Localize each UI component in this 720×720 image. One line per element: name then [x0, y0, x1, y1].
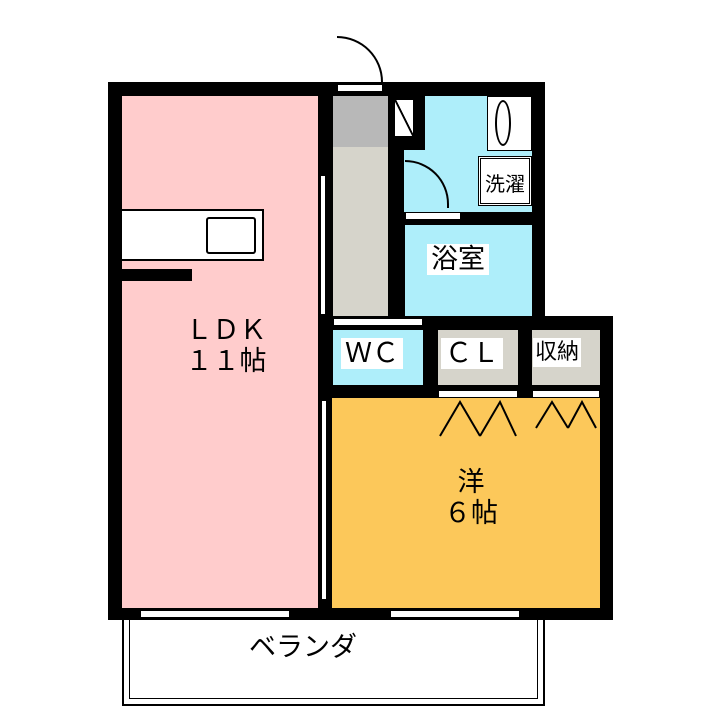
ldk-window — [140, 610, 290, 618]
laundry-label: 洗濯 — [485, 172, 525, 196]
basin-oval — [495, 100, 511, 146]
western-size: ６帖 — [444, 498, 498, 530]
shoe-box-icon — [393, 98, 415, 138]
bath-door — [405, 212, 461, 220]
exterior-notch — [545, 82, 625, 316]
veranda-inner — [129, 620, 538, 699]
kitchen-wall — [122, 269, 192, 281]
sink-icon — [206, 217, 256, 254]
bath-label: 浴室 — [427, 244, 489, 276]
entrance-door-opening — [337, 84, 383, 92]
folding-door-icon — [439, 399, 597, 437]
western-room-door — [321, 400, 327, 600]
storage-door-icon — [532, 390, 600, 398]
closet-door-icon — [438, 390, 518, 398]
western-name: 洋 — [457, 467, 485, 498]
corridor-door — [320, 175, 326, 315]
corridor — [333, 147, 388, 316]
wc-door — [333, 318, 423, 326]
veranda-label: ベランダ — [245, 632, 361, 664]
laundry-box — [478, 156, 532, 206]
western-window — [390, 610, 520, 618]
closet-label: ＣＬ — [441, 338, 503, 370]
entrance-door-icon — [337, 36, 383, 82]
wc-label: ＷＣ — [341, 338, 403, 370]
ldk-name: ＬＤＫ — [185, 315, 267, 346]
ldk-size: １１帖 — [185, 346, 267, 378]
storage-label: 収納 — [533, 338, 582, 368]
entrance-floor — [333, 96, 388, 147]
